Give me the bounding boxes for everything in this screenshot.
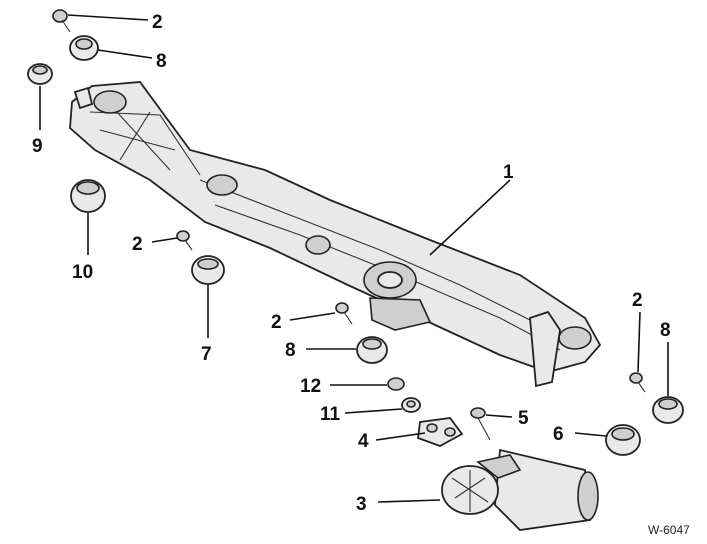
bushing-6 [605, 424, 641, 456]
callout-7: 7 [201, 344, 212, 365]
leader-lines [39, 14, 669, 503]
washer-11 [401, 397, 421, 413]
washer-12 [387, 377, 405, 391]
callout-labels: 2 8 9 10 1 2 7 2 8 12 11 4 3 5 6 2 8 [32, 12, 671, 515]
callout-10: 10 [72, 262, 93, 283]
callout-1: 1 [503, 162, 514, 183]
callout-3: 3 [356, 494, 367, 515]
bolt-2-center [335, 302, 353, 325]
bolt-2-top [52, 9, 71, 33]
callout-2-right: 2 [632, 290, 643, 311]
bushing-8-top [69, 35, 99, 61]
callout-5: 5 [518, 408, 529, 429]
callout-8-center: 8 [285, 340, 296, 361]
bushing-9 [27, 63, 53, 85]
bushing-7 [191, 255, 225, 285]
nut-5 [470, 407, 491, 441]
callout-2-top: 2 [152, 12, 163, 33]
bolt-2-right [629, 372, 646, 393]
figure-code: W-6047 [648, 523, 690, 537]
wiper-motor [441, 448, 599, 531]
callout-12: 12 [300, 376, 321, 397]
bushing-8-right [652, 396, 684, 424]
callout-2-mid-left: 2 [132, 234, 143, 255]
callout-8-top: 8 [156, 51, 167, 72]
wiper-linkage-frame [69, 81, 602, 388]
bushing-8-center [356, 336, 388, 364]
crank-arm [417, 417, 464, 447]
bolt-2-mid-left [176, 230, 193, 251]
callout-9: 9 [32, 136, 43, 157]
callout-8-right: 8 [660, 320, 671, 341]
bushing-10 [70, 179, 106, 213]
callout-2-center: 2 [271, 312, 282, 333]
callout-11: 11 [320, 404, 341, 425]
callout-6: 6 [553, 424, 564, 445]
callout-4: 4 [358, 431, 369, 452]
